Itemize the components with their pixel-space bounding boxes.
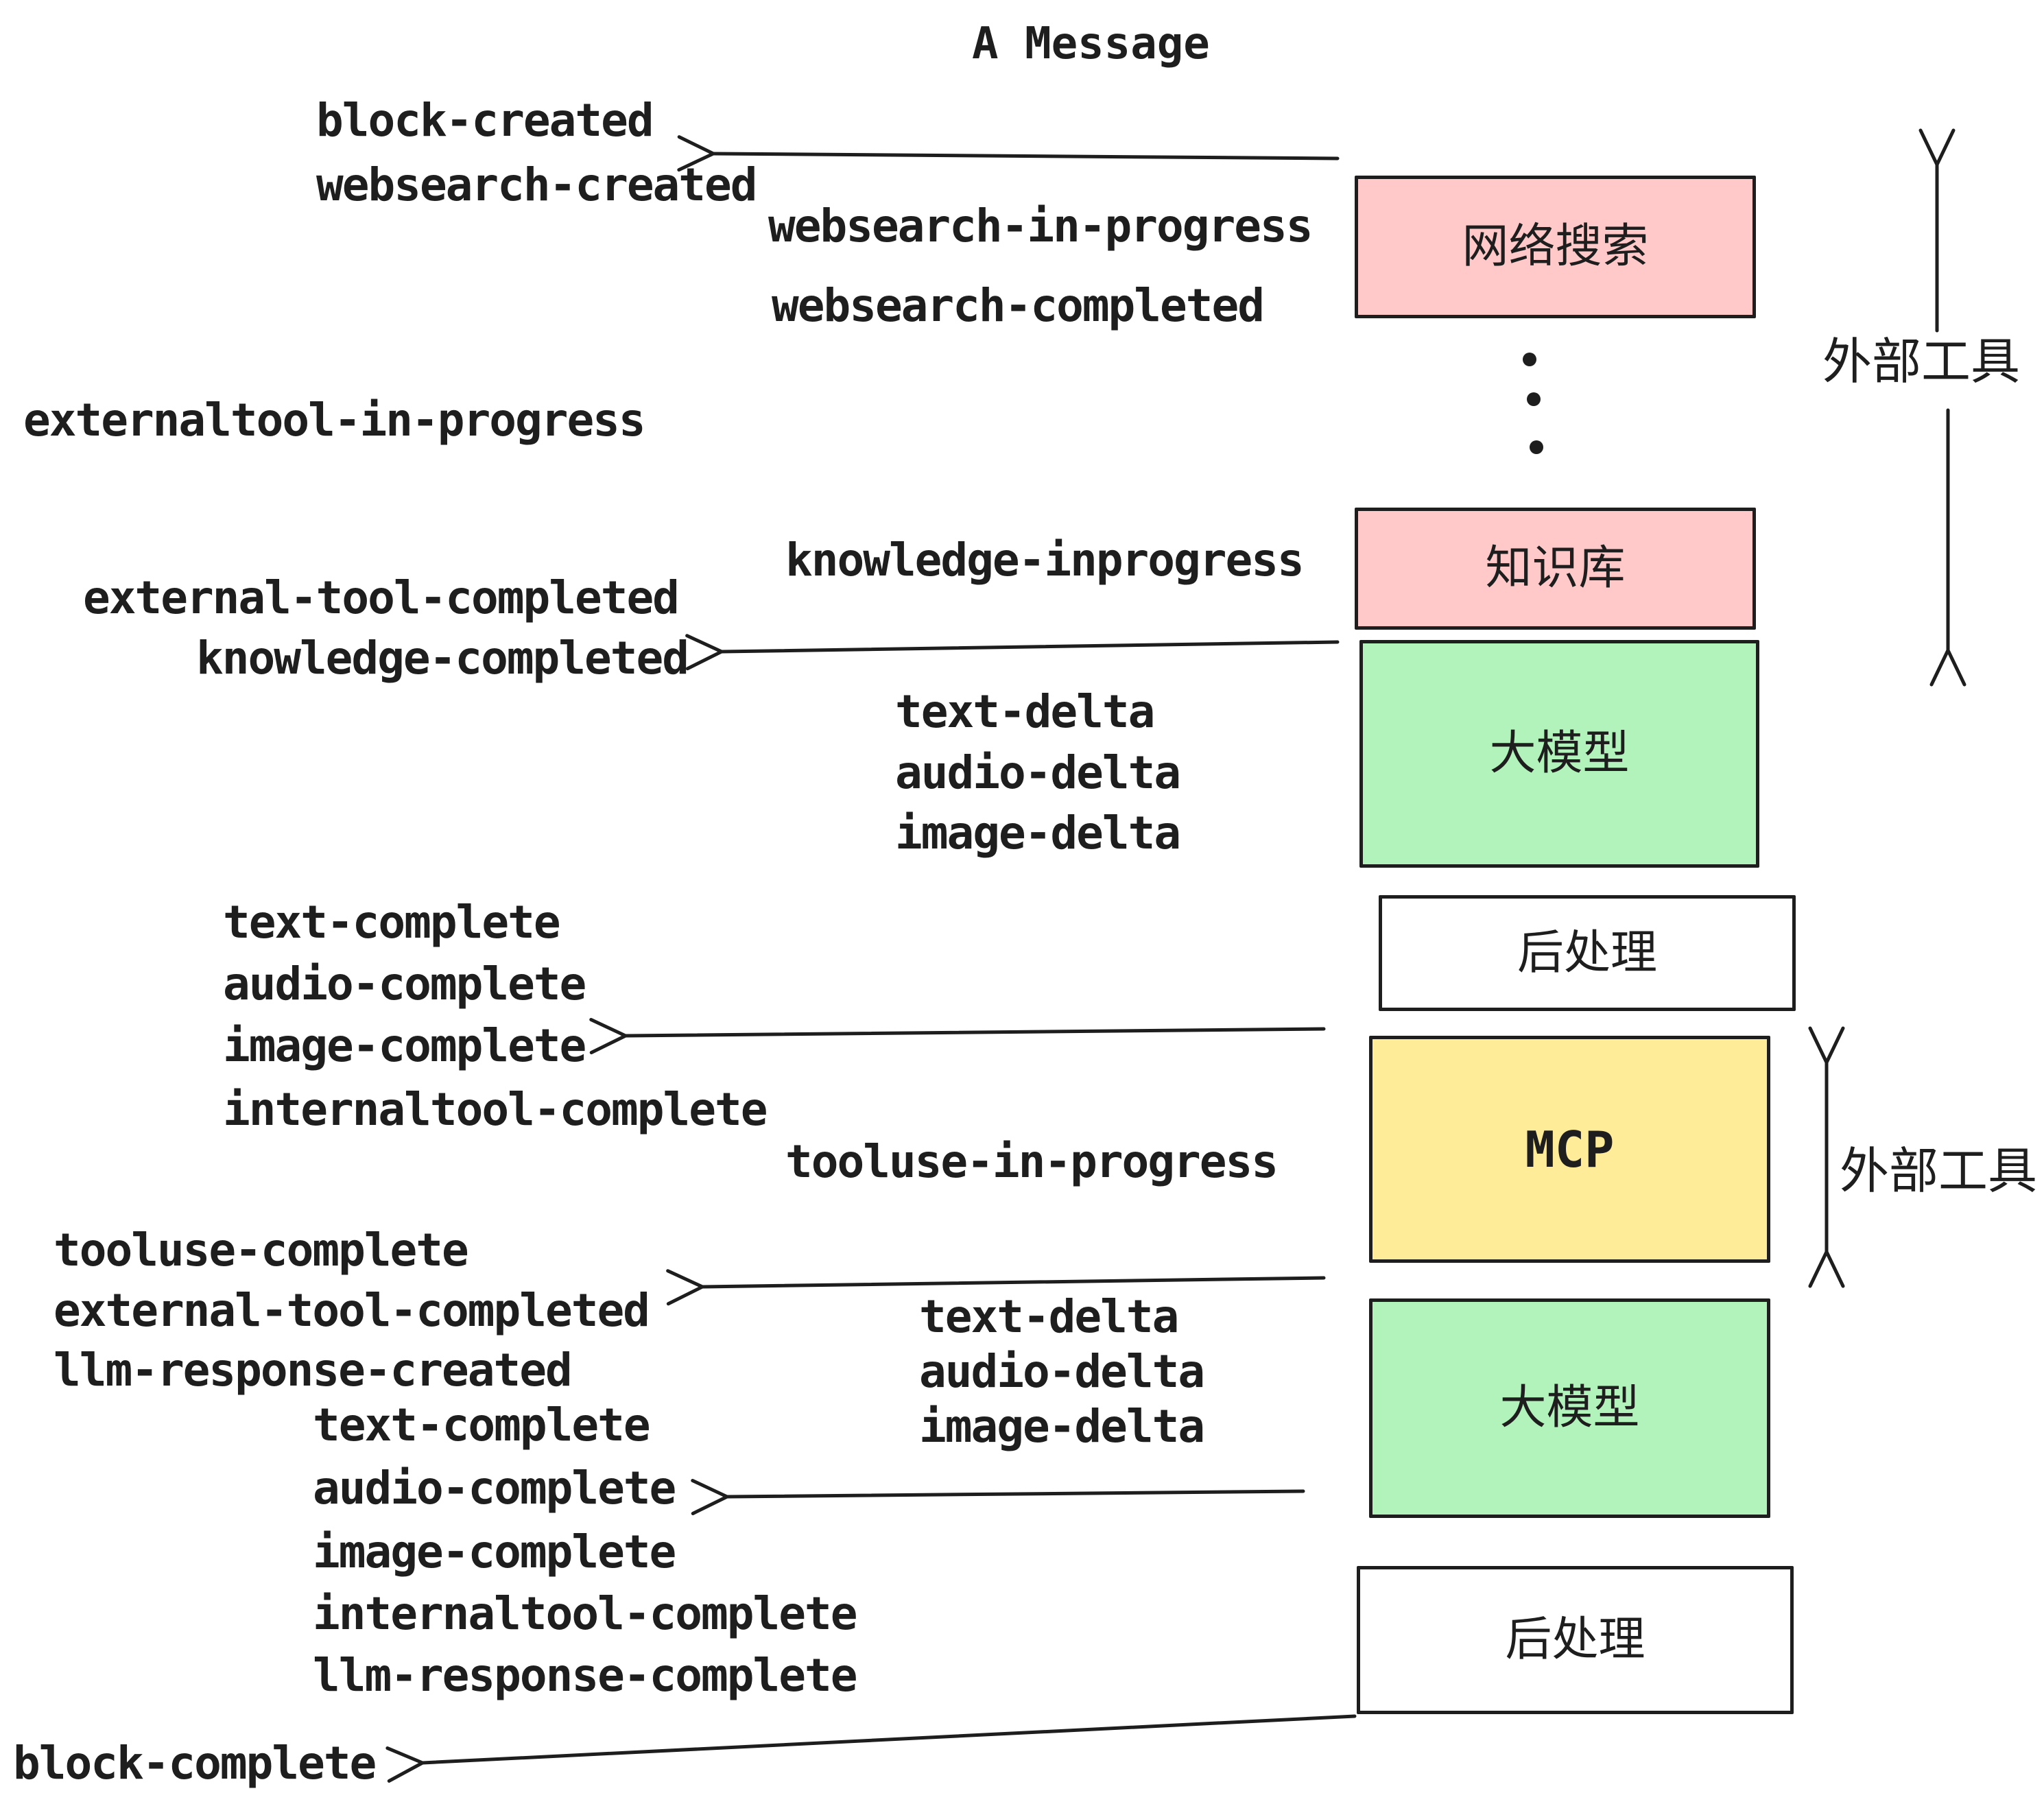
box-mcp-label: MCP (1525, 1120, 1615, 1178)
event-block-created: block-created (316, 94, 654, 147)
event-websearch-in-progress: websearch-in-progress (768, 200, 1313, 252)
diagram-title: A Message (972, 19, 1210, 69)
box-websearch-label: 网络搜索 (1462, 219, 1649, 274)
box-llm-2-label: 大模型 (1499, 1381, 1640, 1435)
box-mcp: MCP (1369, 1036, 1770, 1263)
event-image-delta: image-delta (895, 807, 1181, 859)
event-llm-response-created: llm-response-created (54, 1344, 573, 1397)
event-tooluse-complete: tooluse-complete (54, 1224, 469, 1277)
event-knowledge-inprogress: knowledge-inprogress (785, 534, 1305, 586)
box-llm-1-label: 大模型 (1489, 726, 1630, 781)
vertical-ellipsis-dot-2 (1527, 392, 1541, 406)
box-websearch: 网络搜索 (1355, 176, 1756, 318)
box-knowledge-label: 知识库 (1485, 541, 1626, 595)
event-external-tool-completed-2: external-tool-completed (54, 1284, 650, 1337)
event-image-complete-2: image-complete (313, 1526, 676, 1578)
arrow-to-knowledge-completed (685, 634, 1340, 671)
event-websearch-created: websearch-created (316, 158, 758, 211)
event-knowledge-completed: knowledge-completed (196, 632, 689, 685)
event-text-complete-2: text-complete (313, 1399, 651, 1451)
event-image-complete: image-complete (223, 1019, 586, 1072)
event-internaltool-complete: internaltool-complete (223, 1083, 768, 1136)
event-text-delta: text-delta (895, 685, 1155, 738)
box-postprocess-1: 后处理 (1379, 895, 1796, 1011)
box-postprocess-1-label: 后处理 (1517, 925, 1657, 980)
vertical-ellipsis-dot-3 (1530, 440, 1543, 454)
event-text-delta-2: text-delta (919, 1290, 1179, 1343)
event-llm-response-complete: llm-response-complete (313, 1649, 857, 1702)
box-llm-1: 大模型 (1359, 640, 1759, 868)
event-external-tool-completed: external-tool-completed (83, 571, 680, 624)
event-block-complete: block-complete (13, 1737, 377, 1790)
arrow-to-tooluse-complete (666, 1269, 1326, 1306)
event-audio-complete-2: audio-complete (313, 1462, 676, 1515)
event-audio-delta: audio-delta (895, 746, 1181, 799)
arrow-to-block-complete (385, 1714, 1357, 1783)
box-knowledge: 知识库 (1355, 508, 1756, 630)
arrow-to-audio-complete (691, 1478, 1305, 1515)
event-image-delta-2: image-delta (919, 1400, 1205, 1453)
event-internaltool-complete-2: internaltool-complete (313, 1587, 857, 1640)
event-text-complete: text-complete (223, 896, 561, 949)
event-audio-delta-2: audio-delta (919, 1345, 1205, 1398)
external-tools-label-1: 外部工具 (1822, 333, 2021, 390)
event-websearch-completed: websearch-completed (772, 279, 1265, 332)
vertical-ellipsis-dot-1 (1523, 353, 1536, 366)
event-audio-complete: audio-complete (223, 958, 586, 1010)
box-postprocess-2-label: 后处理 (1505, 1613, 1645, 1667)
box-llm-2: 大模型 (1369, 1298, 1770, 1518)
box-postprocess-2: 后处理 (1357, 1566, 1794, 1714)
event-tooluse-in-progress: tooluse-in-progress (785, 1135, 1279, 1188)
external-tools-label-2: 外部工具 (1840, 1142, 2038, 1200)
arrow-to-block-created (677, 135, 1340, 172)
event-externaltool-in-progress: externaltool-in-progress (23, 394, 646, 447)
arrow-to-image-complete (589, 1017, 1326, 1054)
